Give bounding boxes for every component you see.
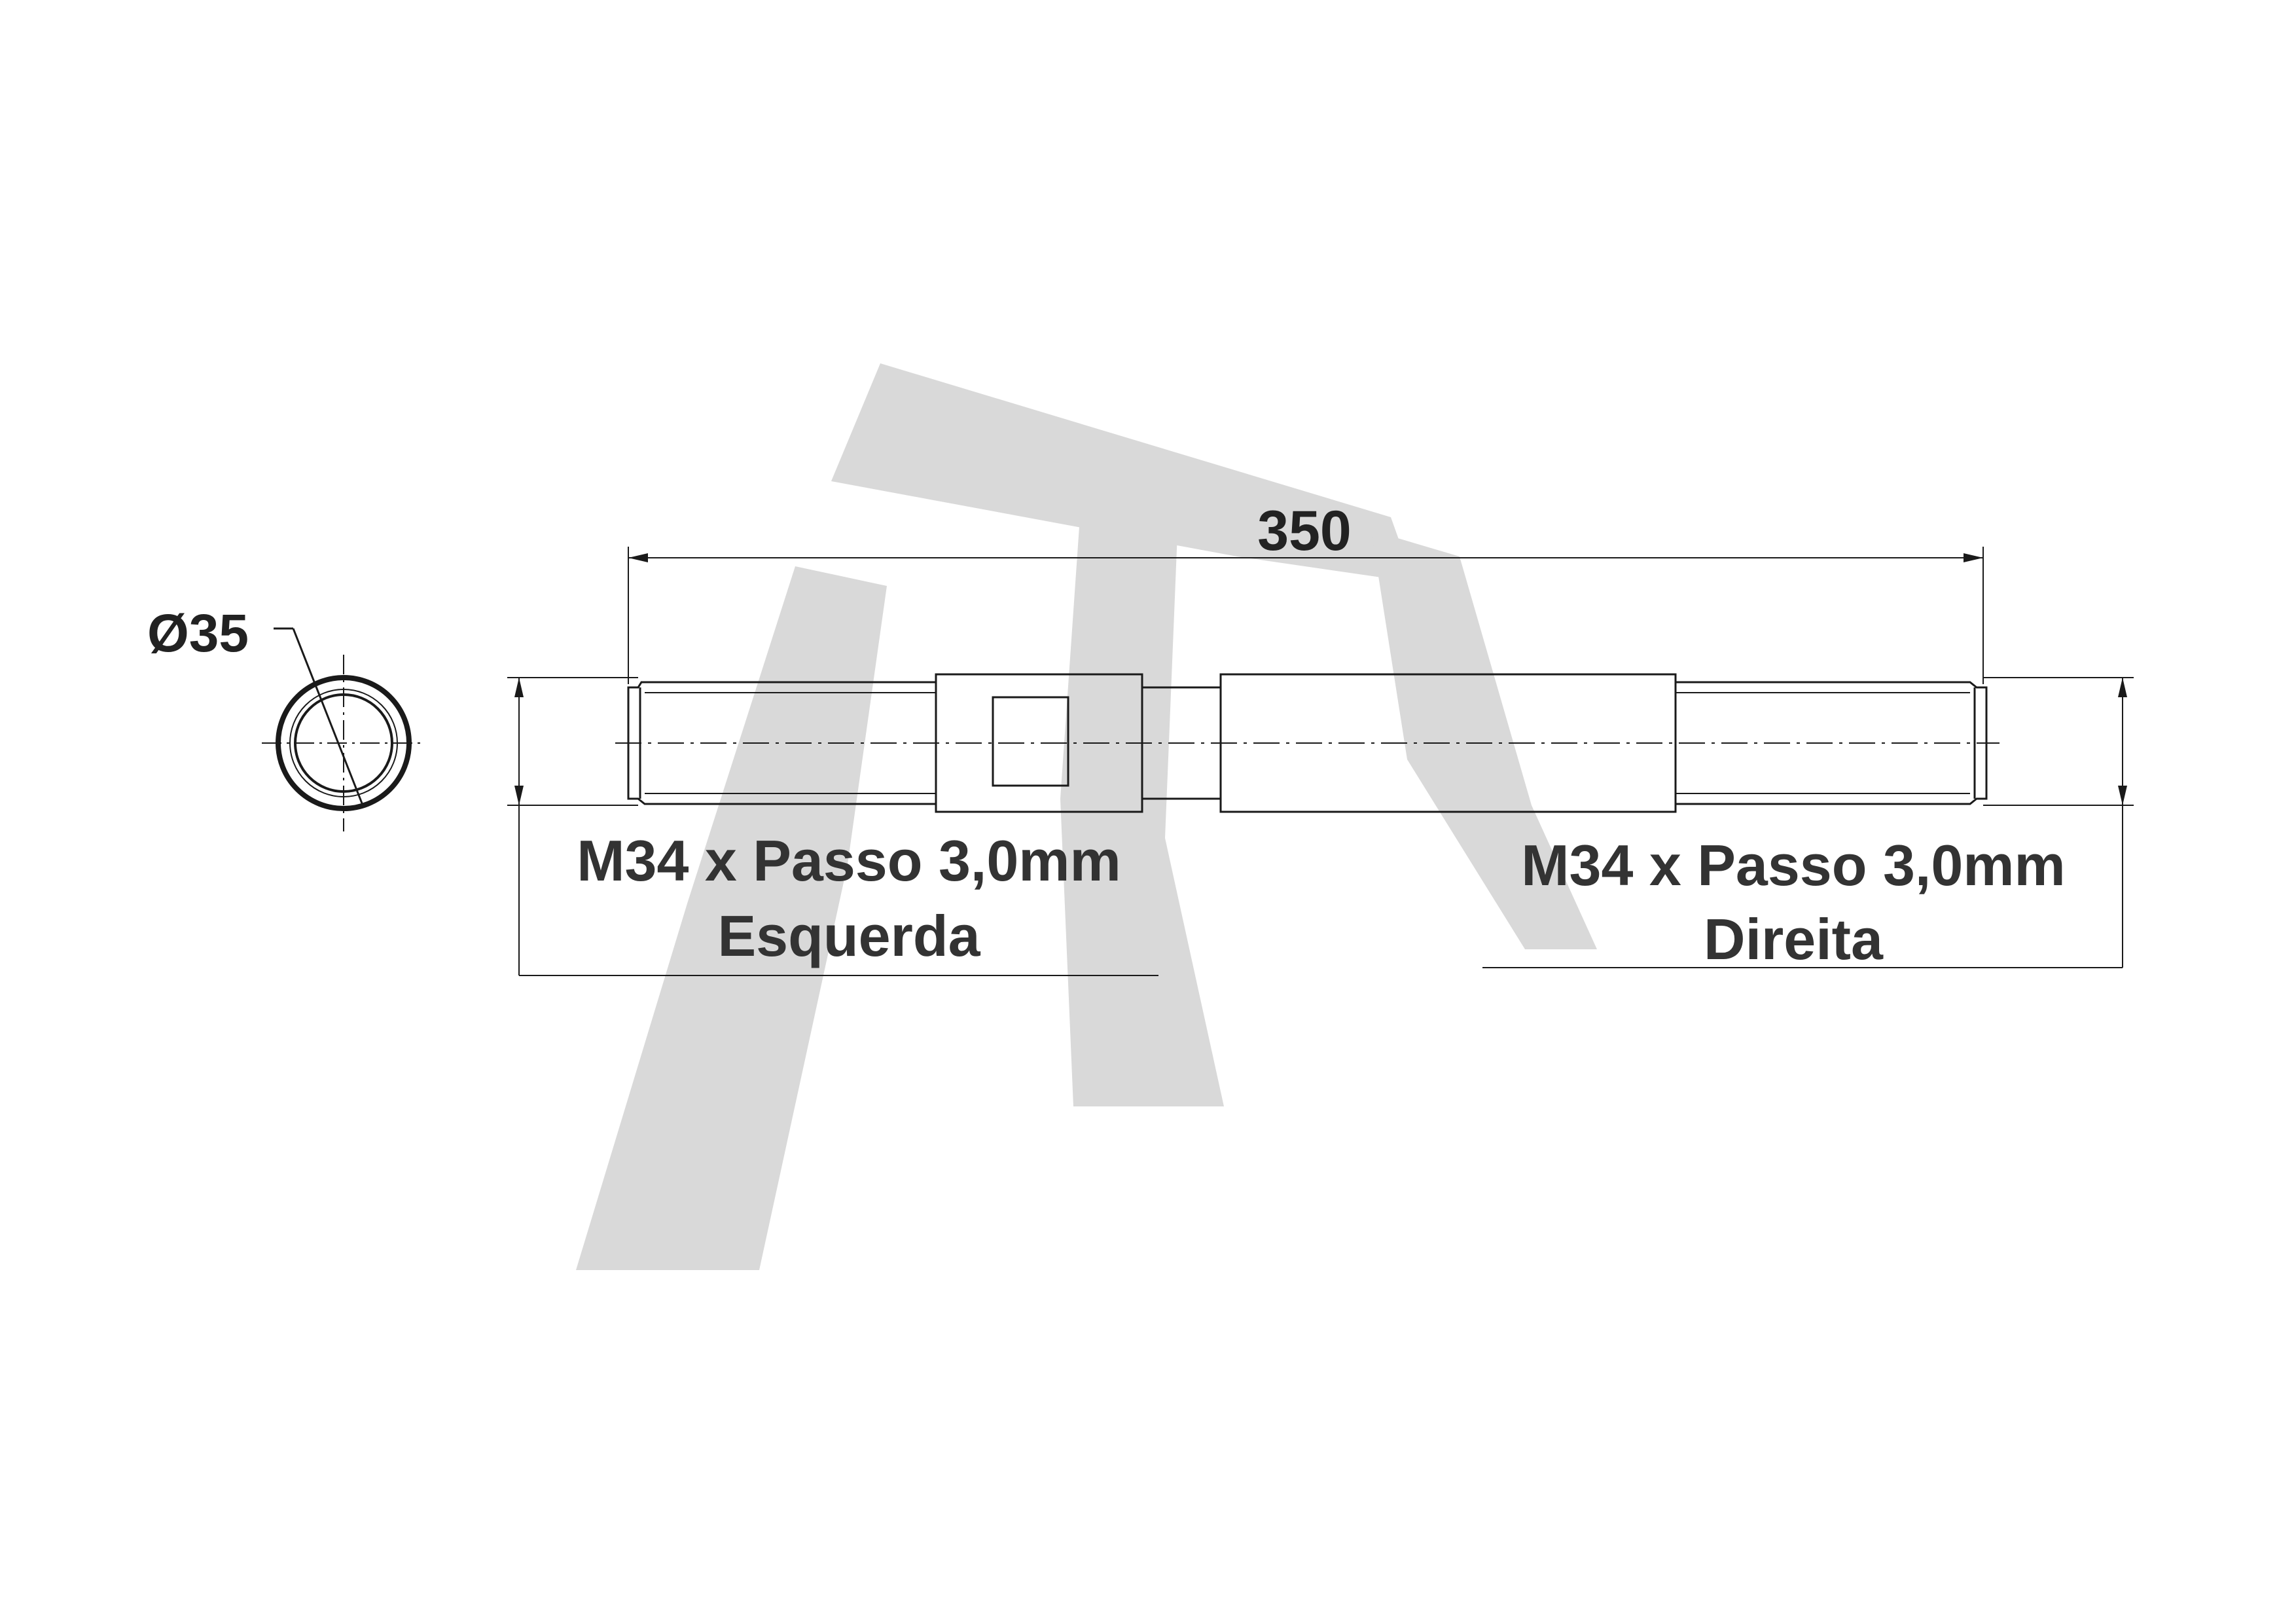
right-thread-direction: Direita (1704, 907, 1884, 972)
side-view (615, 673, 2000, 813)
left-thread-dimension (507, 677, 1158, 976)
left-arrow-bottom (514, 786, 524, 805)
length-arrow-left (628, 553, 648, 562)
right-thread-dimension (1482, 677, 2134, 968)
diameter-leader-diagonal (292, 628, 365, 807)
right-arrow-bottom (2118, 786, 2127, 805)
end-view (262, 627, 425, 831)
shaft-outline (627, 673, 1988, 813)
watermark-logo (576, 363, 1597, 1270)
length-dimension (628, 547, 1984, 684)
right-thread-spec: M34 x Passo 3,0mm (1521, 833, 2066, 898)
right-arrow-top (2118, 678, 2127, 697)
left-thread-spec: M34 x Passo 3,0mm (577, 828, 1121, 893)
length-label: 350 (1257, 500, 1352, 562)
square-hole (992, 696, 1069, 787)
left-arrow-top (514, 678, 524, 697)
diameter-label: Ø35 (147, 604, 249, 663)
left-thread-direction: Esquerda (717, 903, 980, 968)
length-arrow-right (1964, 553, 1983, 562)
